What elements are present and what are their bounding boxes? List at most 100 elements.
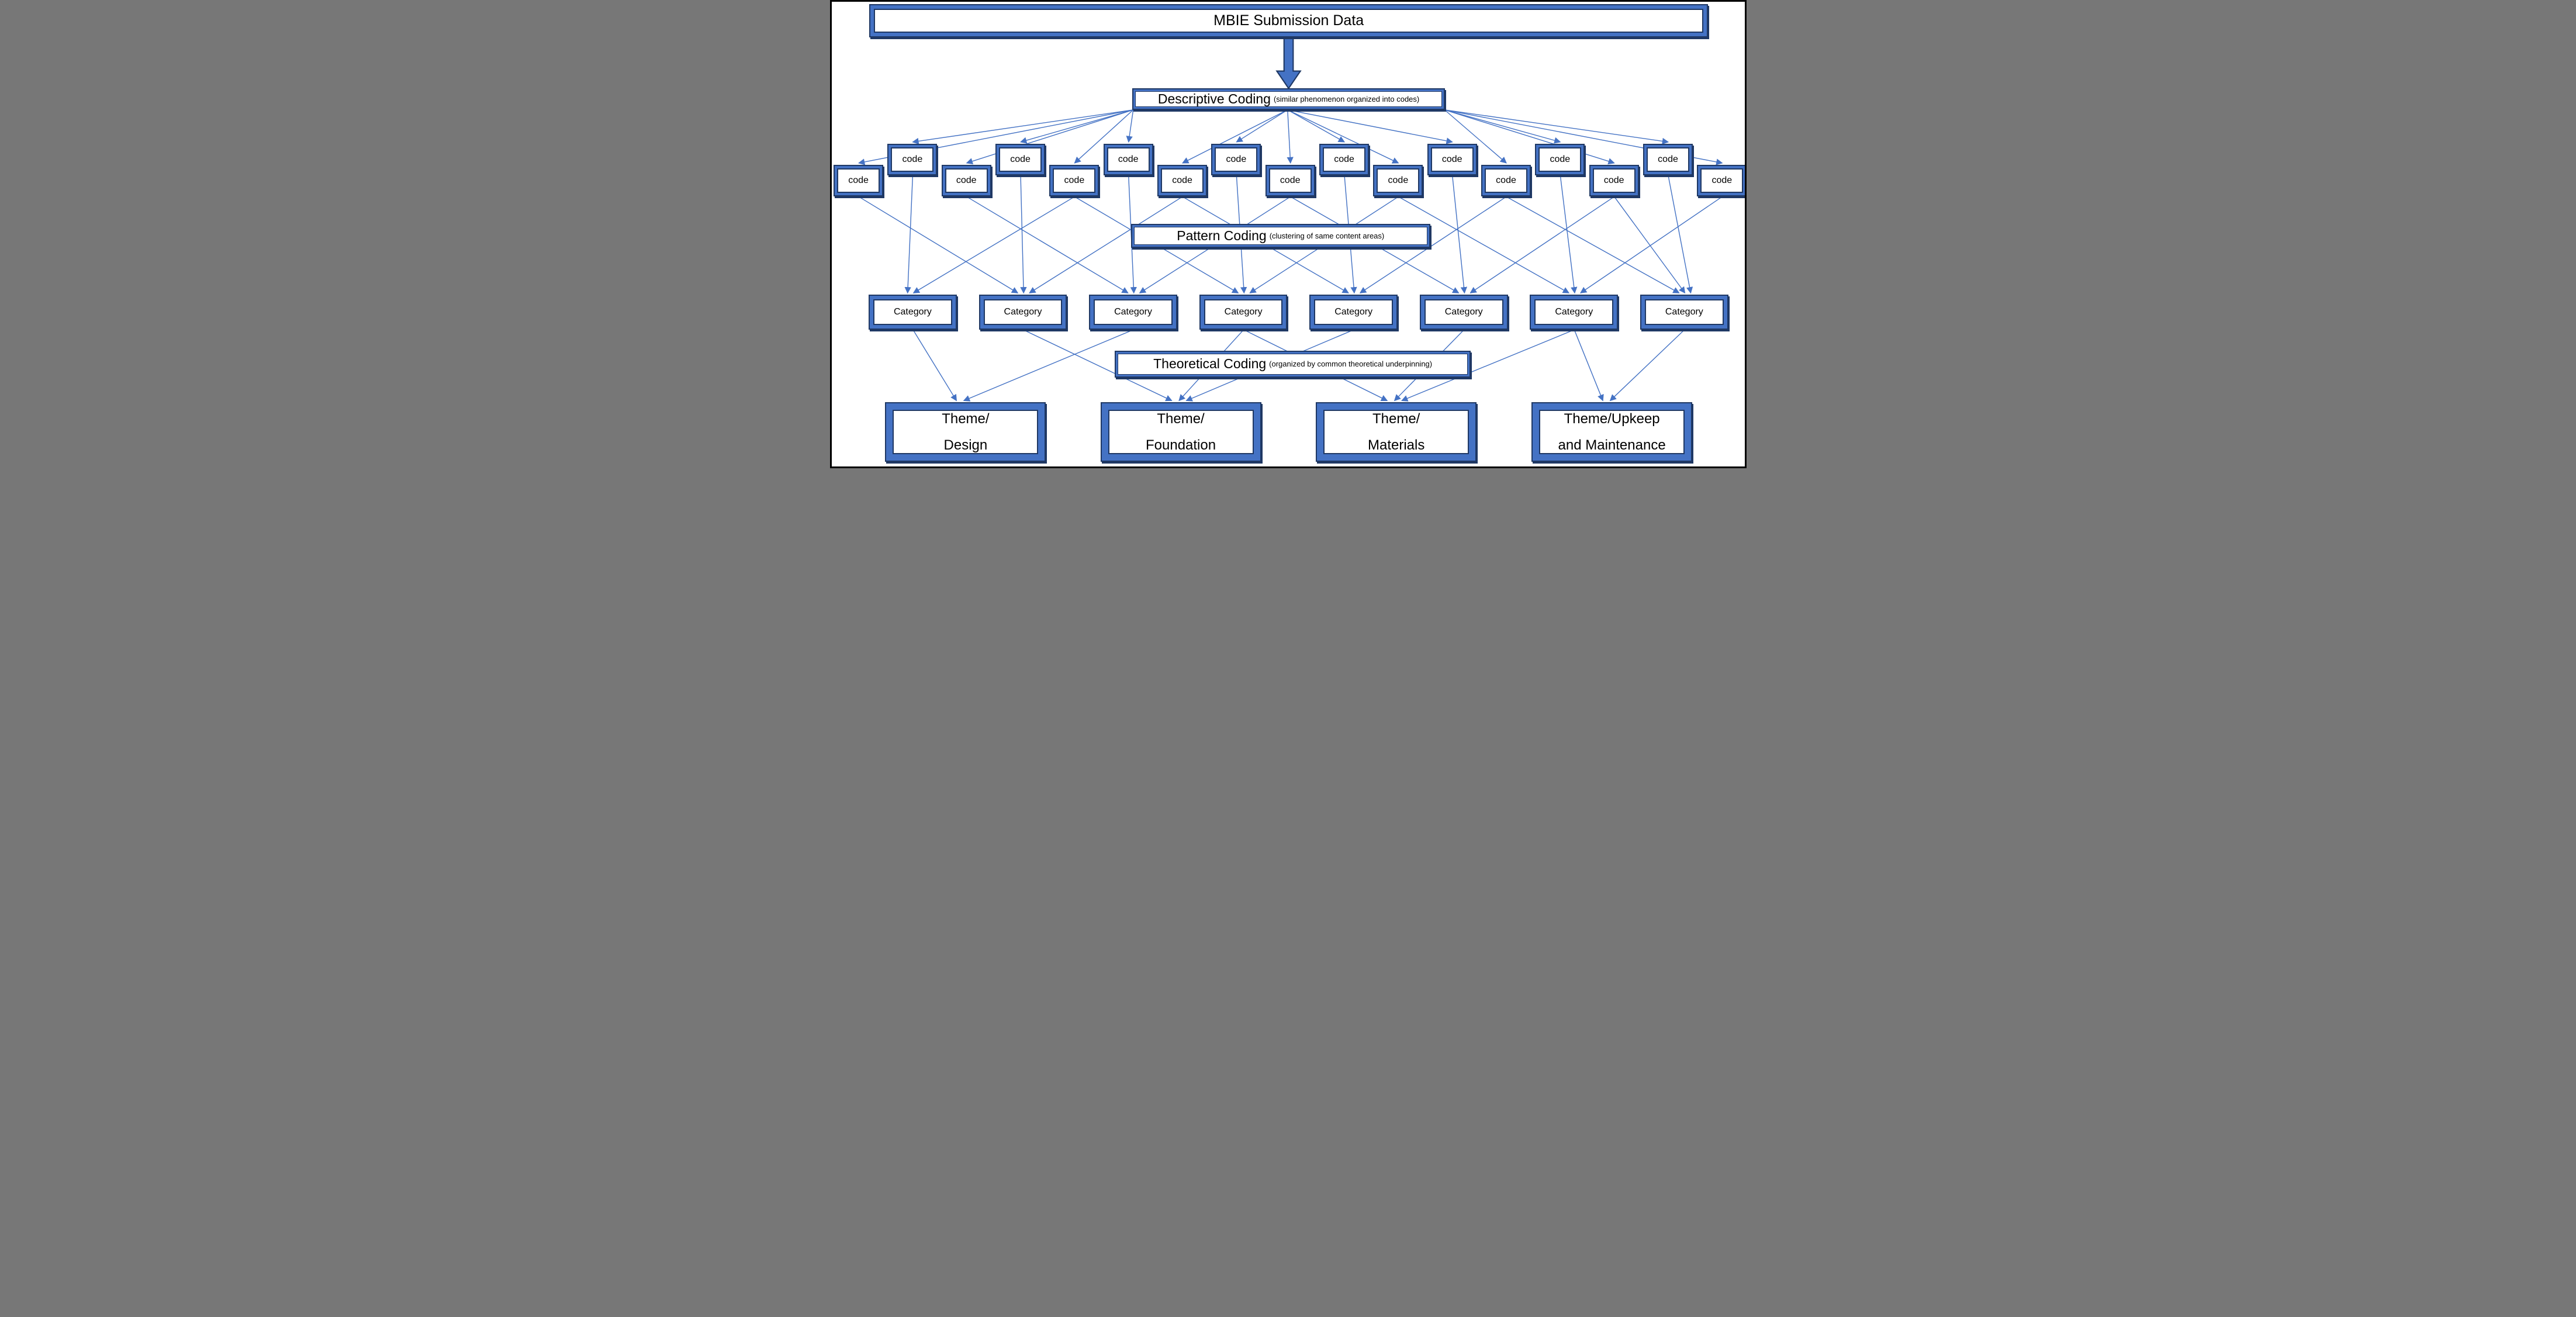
code-label: code [1010, 154, 1031, 165]
connector-arrow [966, 109, 1133, 165]
connector-arrow [1451, 175, 1467, 294]
descriptive-coding-label: Descriptive Coding [1157, 91, 1271, 107]
category-box: Category [1419, 295, 1508, 330]
connector-arrow [1126, 109, 1133, 143]
code-box: code [1697, 164, 1745, 197]
code-box: code [995, 143, 1046, 176]
code-box: code [1211, 143, 1261, 176]
connector-arrow [1359, 196, 1506, 293]
connector-arrow [1444, 109, 1561, 144]
connector-arrow [1181, 109, 1288, 164]
code-box: code [1481, 164, 1531, 197]
connector-arrow [912, 196, 1075, 293]
category-label: Category [1224, 307, 1263, 317]
category-label: Category [1114, 307, 1152, 317]
code-box: code [1427, 143, 1477, 176]
code-box: code [1589, 164, 1639, 197]
code-box: code [1373, 164, 1423, 197]
category-box: Category [978, 295, 1067, 330]
code-label: code [1550, 154, 1571, 165]
category-label: Category [1444, 307, 1483, 317]
category-box: Category [1089, 295, 1177, 330]
descriptive-coding-note: (similar phenomenon organized into codes… [1273, 95, 1420, 104]
theme-line: Materials [1367, 437, 1425, 453]
connector-arrow [1401, 329, 1575, 402]
category-box: Category [1530, 295, 1619, 330]
coding-process-diagram: MBIE Submission Data Descriptive Coding(… [829, 0, 1747, 468]
theme-line: Theme/ [1372, 410, 1420, 427]
code-label: code [1658, 154, 1678, 165]
connector-arrow [1667, 175, 1693, 294]
code-label: code [848, 175, 869, 186]
code-label: code [1388, 175, 1409, 186]
mbie-submission-data-box: MBIE Submission Data [869, 4, 1708, 38]
code-label: code [1441, 154, 1462, 165]
code-label: code [902, 154, 923, 165]
pattern-coding-note: (clustering of same content areas) [1269, 231, 1385, 241]
theme-materials-box: Theme/ Materials [1316, 402, 1477, 462]
connector-arrow [1287, 109, 1294, 164]
code-box: code [1535, 143, 1585, 176]
theme-line: Foundation [1145, 437, 1216, 453]
connector-arrow [1609, 329, 1685, 402]
theme-line: Design [943, 437, 988, 453]
theme-line: and Maintenance [1558, 437, 1666, 453]
connector-arrow [1287, 109, 1453, 144]
connector-arrow [1287, 109, 1399, 164]
code-label: code [1172, 175, 1192, 186]
connector-arrow [1074, 109, 1133, 164]
connector-arrow [1019, 109, 1133, 144]
code-label: code [956, 175, 977, 186]
connector-arrow [1574, 329, 1604, 402]
code-box: code [941, 164, 991, 197]
connector-arrow [963, 329, 1133, 402]
connector-lines [857, 37, 1723, 402]
theoretical-coding-note: (organized by common theoretical underpi… [1269, 360, 1433, 369]
category-label: Category [1665, 307, 1703, 317]
connector-arrow [1506, 196, 1680, 293]
connector-arrow [1022, 329, 1173, 402]
theme-line: Theme/Upkeep [1564, 410, 1660, 427]
theme-design-box: Theme/ Design [885, 402, 1046, 462]
code-label: code [1118, 154, 1139, 165]
code-label: code [1280, 175, 1301, 186]
code-label: code [1496, 175, 1516, 186]
flow-arrow [1275, 37, 1302, 90]
connector-arrow [1019, 175, 1027, 294]
theme-line: Theme/ [942, 410, 990, 427]
category-box: Category [1309, 295, 1398, 330]
pattern-coding-label: Pattern Coding [1177, 228, 1267, 244]
category-box: Category [1640, 295, 1728, 330]
category-label: Category [893, 307, 932, 317]
connector-arrow [966, 196, 1129, 293]
code-box: code [887, 143, 938, 176]
connector-arrow [911, 109, 1133, 145]
category-label: Category [1555, 307, 1593, 317]
connector-arrow [1560, 175, 1577, 294]
theme-upkeep-maintenance-box: Theme/Upkeep and Maintenance [1531, 402, 1693, 462]
category-label: Category [1004, 307, 1042, 317]
category-box: Category [1199, 295, 1288, 330]
code-box: code [1319, 143, 1370, 176]
connector-arrow [1579, 196, 1723, 293]
theoretical-coding-box: Theoretical Coding(organized by common t… [1115, 351, 1471, 378]
connector-arrow [912, 329, 957, 402]
connector-arrow [1613, 196, 1685, 294]
code-box: code [1103, 143, 1153, 176]
descriptive-coding-box: Descriptive Coding(similar phenomenon or… [1132, 88, 1445, 110]
connector-arrow [904, 175, 913, 294]
code-label: code [1603, 175, 1624, 186]
code-box: code [834, 164, 884, 197]
category-box: Category [869, 295, 957, 330]
connector-arrow [1398, 196, 1569, 293]
code-box: code [1265, 164, 1315, 197]
connector-arrow [858, 196, 1018, 293]
theme-line: Theme/ [1157, 410, 1205, 427]
code-label: code [1711, 175, 1733, 186]
code-label: code [1226, 154, 1247, 165]
connector-arrow [1287, 109, 1345, 143]
category-label: Category [1334, 307, 1373, 317]
connector-arrow [1469, 196, 1614, 293]
pattern-coding-box: Pattern Coding(clustering of same conten… [1130, 224, 1430, 248]
theoretical-coding-label: Theoretical Coding [1153, 356, 1267, 372]
